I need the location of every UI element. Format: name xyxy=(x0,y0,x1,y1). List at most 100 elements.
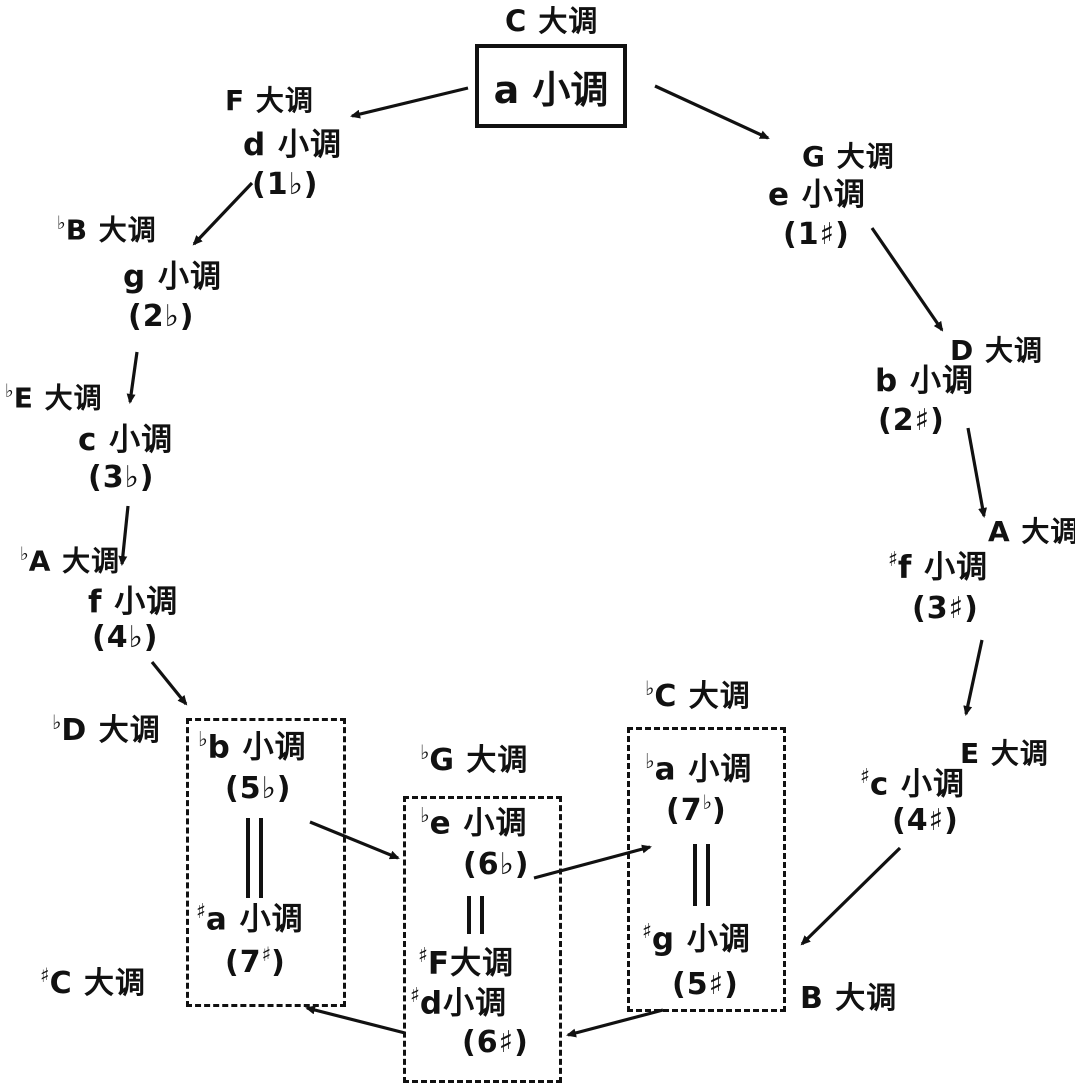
bb-minor-count: (5♭) xyxy=(225,772,291,805)
c-minor-count: (3♭) xyxy=(88,461,154,494)
gs-minor-count: (5♯) xyxy=(672,968,739,1001)
f-minor-count-text: (4♭) xyxy=(92,620,159,655)
gb-major-label: ♭G 大调 xyxy=(420,742,528,777)
b-minor-count-text: (2♯) xyxy=(878,403,945,438)
sharp-sign: ♯ xyxy=(261,943,272,966)
g-minor-label: g 小调 xyxy=(123,260,222,294)
fs-minor-text: f 小调 xyxy=(897,549,989,586)
cs-minor-label: ♯c 小调 xyxy=(860,765,966,803)
equivalence-bars xyxy=(693,844,710,906)
enharmonic-box-3 xyxy=(627,727,786,1012)
flat-sign: ♭ xyxy=(57,213,66,234)
arrow-b-to-a-major xyxy=(966,427,987,518)
fs-major-label: ♯F大调 xyxy=(418,943,514,981)
flat-sign: ♭ xyxy=(420,803,430,827)
db-major-label: ♭D 大调 xyxy=(52,712,161,747)
b-minor-count: (2♯) xyxy=(878,404,945,437)
e-minor-count: (1♯) xyxy=(783,218,850,251)
a-minor-text: a 小调 xyxy=(493,67,609,112)
a-major-text: A 大调 xyxy=(988,515,1075,548)
flat-sign: ♭ xyxy=(645,677,655,700)
sharp-sign: ♯ xyxy=(196,899,206,923)
gs-minor-text: g 小调 xyxy=(651,921,751,958)
equivalence-bars xyxy=(246,818,263,898)
flat-sign: ♭ xyxy=(420,741,430,764)
d-minor-text: d 小调 xyxy=(243,127,342,163)
as-minor-text: a 小调 xyxy=(205,901,304,938)
enharmonic-box-1 xyxy=(186,718,346,1007)
arrow-e-to-d-major xyxy=(870,227,944,332)
ab-major-label: ♭A 大调 xyxy=(20,544,121,578)
g-minor-count: (2♭) xyxy=(128,300,194,333)
ab-minor-text: a 小调 xyxy=(654,751,753,788)
cs-minor-count: (4♯) xyxy=(892,804,959,837)
cb-major-label: ♭C 大调 xyxy=(645,678,751,713)
b-minor-text: b 小调 xyxy=(875,363,974,399)
c-minor-count-text: (3♭) xyxy=(88,460,155,495)
d-minor-count-text: (1♭) xyxy=(252,167,319,202)
cs-minor-text: c 小调 xyxy=(869,766,966,803)
arrow-f-to-e-major xyxy=(963,639,984,716)
ds-minor-text: d小调 xyxy=(419,985,508,1022)
fs-minor-label: ♯f 小调 xyxy=(888,548,989,586)
fs-minor-count-text: (3♯) xyxy=(912,591,979,626)
e-minor-text: e 小调 xyxy=(768,177,866,213)
flat-sign: ♭ xyxy=(52,711,62,734)
sharp-sign: ♯ xyxy=(410,983,420,1007)
count-close: ) xyxy=(271,945,286,980)
g-major-label: G 大调 xyxy=(802,140,895,173)
db-major-text: D 大调 xyxy=(61,713,161,748)
as-minor-count: (7♯) xyxy=(225,944,286,979)
bb-minor-count-text: (5♭) xyxy=(225,771,292,806)
count-close: ) xyxy=(711,793,727,828)
e-minor-label: e 小调 xyxy=(768,178,866,212)
e-major-text: E 大调 xyxy=(960,737,1049,770)
c-major-label: C 大调 xyxy=(505,4,599,38)
b-minor-label: b 小调 xyxy=(875,364,974,398)
a-minor-box: a 小调 xyxy=(475,44,627,128)
gs-minor-label: ♯g 小调 xyxy=(642,919,751,958)
count-open: (7 xyxy=(225,945,262,980)
arrow-c-to-f-minor xyxy=(118,505,130,566)
b-major-label: B 大调 xyxy=(800,982,897,1015)
ab-minor-count: (7♭) xyxy=(666,792,727,827)
ds-minor-label: ♯d小调 xyxy=(410,983,508,1022)
eb-minor-count-text: (6♭) xyxy=(463,847,530,882)
eb-minor-count: (6♭) xyxy=(463,848,529,881)
ab-major-text: A 大调 xyxy=(28,544,121,578)
as-minor-label: ♯a 小调 xyxy=(196,899,304,938)
d-minor-count: (1♭) xyxy=(252,168,318,201)
f-major-label: F 大调 xyxy=(225,85,314,117)
arrow-f-to-bb-minor xyxy=(150,660,188,706)
d-minor-label: d 小调 xyxy=(243,128,342,162)
g-minor-text: g 小调 xyxy=(123,259,222,295)
e-major-label: E 大调 xyxy=(960,737,1049,770)
c-major-text: C 大调 xyxy=(505,4,599,38)
c-minor-text: c 小调 xyxy=(78,422,174,458)
g-major-text: G 大调 xyxy=(802,140,895,173)
flat-sign: ♭ xyxy=(702,791,712,814)
arrow-box2-to-box3 xyxy=(533,844,652,880)
arrow-d-to-g-minor xyxy=(192,181,254,246)
f-minor-count: (4♭) xyxy=(92,621,158,654)
g-minor-count-text: (2♭) xyxy=(128,299,195,334)
bb-major-text: B 大调 xyxy=(65,213,157,247)
d-major-text: D 大调 xyxy=(950,334,1043,367)
ds-minor-count-text: (6♯) xyxy=(462,1025,529,1060)
arrow-g-to-c-minor xyxy=(126,351,139,404)
bb-major-label: ♭B 大调 xyxy=(57,213,157,247)
f-minor-text: f 小调 xyxy=(88,584,179,620)
count-open: (7 xyxy=(666,793,703,828)
f-minor-label: f 小调 xyxy=(88,585,178,619)
cs-major-text: C 大调 xyxy=(49,966,147,1001)
d-major-label: D 大调 xyxy=(950,334,1043,367)
arrow-c-to-f xyxy=(350,86,469,119)
sharp-sign: ♯ xyxy=(642,919,652,943)
sharp-sign: ♯ xyxy=(418,943,428,967)
arrow-c-to-gs-minor xyxy=(800,846,902,946)
ds-minor-count: (6♯) xyxy=(462,1026,529,1059)
eb-minor-text: e 小调 xyxy=(429,805,528,842)
cs-minor-count-text: (4♯) xyxy=(892,803,959,838)
bb-minor-label: ♭b 小调 xyxy=(198,728,307,765)
